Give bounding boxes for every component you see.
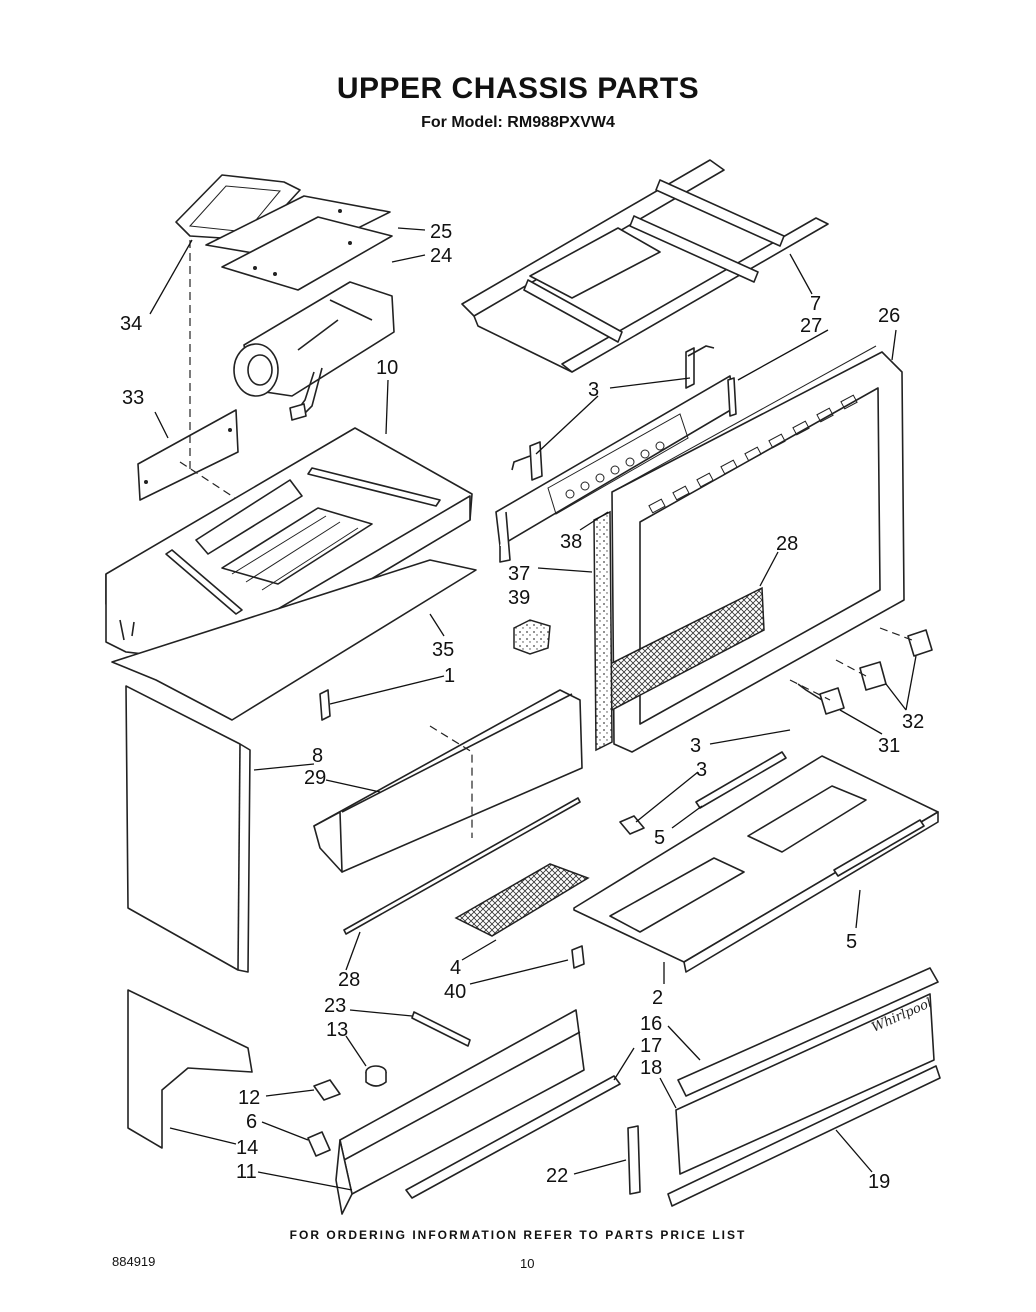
part-6-switch (307, 1131, 331, 1157)
part-11-front-rail (335, 1009, 585, 1215)
part-31-latch (819, 687, 845, 715)
callout-33: 33 (122, 387, 144, 409)
callout-35: 35 (432, 639, 454, 661)
callout-16: 16 (640, 1013, 662, 1035)
callout-1: 1 (444, 665, 455, 687)
callout-11: 11 (236, 1161, 257, 1183)
callout-23: 23 (324, 995, 346, 1017)
callout-leaders (149, 227, 917, 1191)
part-3-clip-a (685, 345, 715, 389)
part-5-strip-a (695, 751, 787, 809)
callout-10: 10 (376, 357, 398, 379)
callout-5-b: 5 (846, 931, 857, 953)
part-29-rod (343, 797, 581, 935)
callout-4: 4 (450, 957, 461, 979)
control-buttons (565, 441, 665, 499)
model-subtitle: For Model: RM988PXVW4 (421, 114, 615, 131)
callout-29: 28 (338, 969, 360, 991)
part-23-probe (411, 1011, 471, 1047)
latch-guide-lines (789, 627, 913, 701)
part-1-clip (319, 689, 331, 721)
callout-6: 6 (246, 1111, 257, 1133)
callout-14: 14 (236, 1137, 258, 1159)
page-title: UPPER CHASSIS PARTS (336, 72, 700, 105)
part-32-latch-a (907, 629, 933, 657)
callout-2: 2 (652, 987, 663, 1009)
callout-18: 18 (640, 1057, 662, 1079)
duct-guide-line (429, 725, 473, 838)
callout-27: 27 (800, 315, 822, 337)
part-4-filter (454, 863, 590, 937)
callout-19: 19 (868, 1171, 890, 1193)
part-blower-motor (233, 281, 395, 421)
callout-40: 40 (444, 981, 466, 1003)
part-34-bracket (175, 174, 301, 241)
document-number: 884919 (112, 1254, 156, 1269)
callout-3-top: 3 (588, 379, 599, 401)
callout-30: 29 (304, 767, 326, 789)
callout-3-low: 3 (696, 759, 707, 781)
door-vents (648, 394, 858, 514)
callout-31: 31 (878, 735, 900, 757)
part-12-switch (313, 1079, 341, 1101)
callout-5-a: 5 (654, 827, 665, 849)
callout-17: 17 (640, 1035, 662, 1057)
part-18-panel: Whirlpool (675, 993, 935, 1175)
callout-labels: 25 24 34 33 10 7 27 26 3 38 37 39 28 35 … (120, 221, 924, 1193)
callout-38: 38 (560, 531, 582, 553)
callout-28: 28 (776, 533, 798, 555)
part-3-clip-b (511, 441, 543, 481)
part-39-block (513, 619, 551, 655)
callout-8: 8 (312, 745, 323, 767)
callout-25: 25 (430, 221, 452, 243)
part-37-strip (593, 510, 613, 752)
part-17-rod (405, 1075, 621, 1199)
callout-3-mid: 3 (690, 735, 701, 757)
page-number: 10 (520, 1256, 535, 1271)
part-2-bottom-plate (573, 755, 939, 973)
part-24-plate (221, 216, 393, 291)
part-16-rail (677, 967, 939, 1097)
part-3-clip-c (619, 683, 823, 835)
part-8-side-panel (125, 685, 251, 973)
part-13-cap (365, 1065, 387, 1087)
part-40-clip (571, 945, 585, 969)
callout-37: 37 (508, 563, 530, 585)
callout-13: 13 (326, 1019, 348, 1041)
part-30-duct (313, 689, 583, 873)
part-27-strip (727, 377, 737, 417)
callout-24: 24 (430, 245, 452, 267)
callout-26: 26 (878, 305, 900, 327)
callout-34: 34 (120, 313, 142, 335)
part-22-post (627, 1125, 641, 1195)
callout-32: 32 (902, 711, 924, 733)
guide-line-34 (179, 240, 239, 501)
callout-22: 22 (546, 1165, 568, 1187)
part-33-plate (137, 409, 239, 501)
part-7-frame (461, 159, 829, 373)
part-19-rail (667, 1065, 941, 1207)
part-26-door-frame (611, 345, 905, 753)
callout-39: 39 (508, 587, 530, 609)
callout-12: 12 (238, 1087, 260, 1109)
part-32-latch-b (859, 661, 887, 691)
part-14-bracket (127, 989, 253, 1149)
part-35-gasket (111, 559, 477, 721)
callout-7: 7 (810, 293, 821, 315)
part-5-strip-b (833, 819, 925, 877)
ordering-info-note: FOR ORDERING INFORMATION REFER TO PARTS … (289, 1228, 747, 1242)
